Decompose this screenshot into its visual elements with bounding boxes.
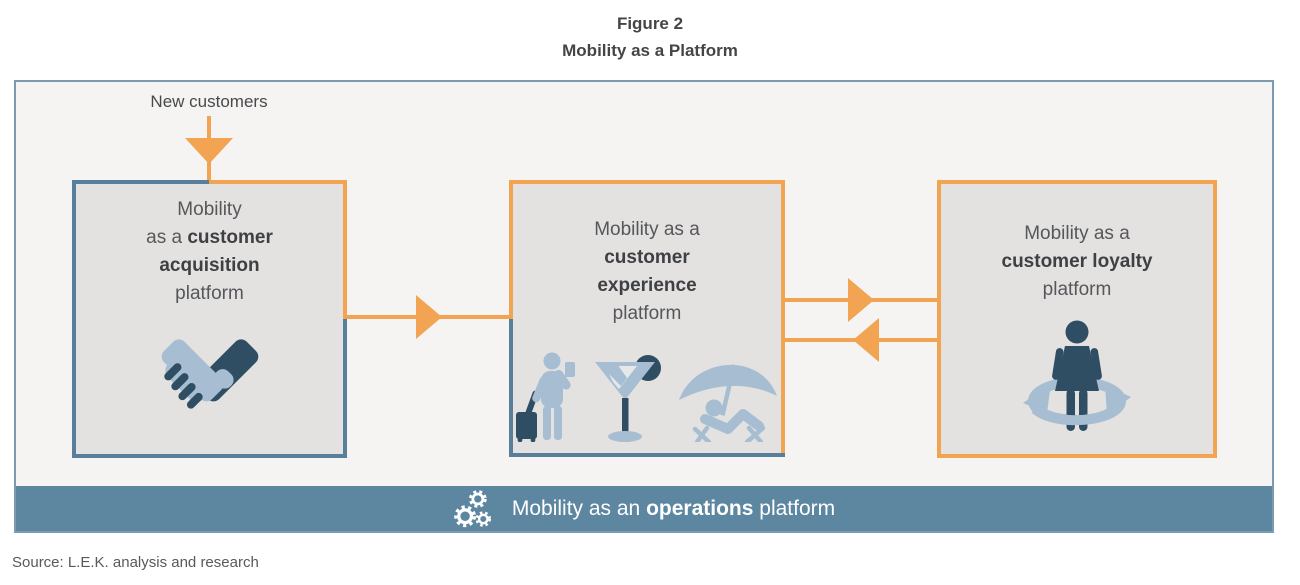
box2-top-edge [509,180,785,184]
operations-banner-text: Mobility as an operations platform [512,497,835,521]
box-customer-experience: Mobility as a customer experience platfo… [509,180,785,457]
box2-line4: platform [612,303,682,324]
new-customers-arrow-head-icon [185,138,233,164]
arrow-right-icon [848,278,874,322]
box2-line2-bold: customer [604,247,690,268]
banner-text-pre: Mobility as an [511,496,647,520]
box2-left-edge [509,180,513,457]
box1-line3-bold: acquisition [159,255,260,276]
box3-line2-bold: customer loyalty [1001,251,1153,272]
cocktail-icon [595,355,661,442]
box-customer-acquisition: Mobility as a customer acquisition platf… [72,180,347,458]
box3-line1: Mobility as a [1024,223,1130,244]
banner-text-post: platform [753,496,836,520]
box1-label: Mobility as a customer acquisition platf… [76,196,343,308]
box1-bottom-edge [72,454,347,458]
box3-label: Mobility as a customer loyalty platform [945,220,1209,304]
operations-banner: Mobility as an operations platform [16,486,1272,531]
box2-line3-bold: experience [597,275,697,296]
box1-top-edge [72,180,347,184]
arrow-left-icon [853,318,879,362]
box1-line1: Mobility [177,199,242,220]
traveler-suitcase-icon [516,352,575,442]
figure-title: Mobility as a Platform [562,41,738,60]
box2-label: Mobility as a customer experience platfo… [513,216,781,328]
box2-right-edge [781,180,785,457]
box1-right-edge [343,180,347,458]
handshake-icon [161,339,258,409]
box2-line1: Mobility as a [594,219,700,240]
box1-line4: platform [175,283,244,304]
box1-line2-normal: as a [146,227,188,248]
new-customers-label: New customers [150,92,268,111]
box3-line3: platform [1042,279,1112,300]
loyalty-loop-person-icon [1023,320,1131,431]
figure-label: Figure 2 [616,14,684,33]
box1-line2-bold: customer [187,227,273,248]
gears-icon [454,489,491,527]
banner-text-bold: operations [646,496,754,520]
source-note: Source: L.E.K. analysis and research [12,554,259,571]
box1-left-edge [72,180,76,458]
box2-bottom-edge [509,453,785,457]
beach-umbrella-icon [679,364,777,442]
figure-heading: Figure 2 Mobility as a Platform [0,10,1300,64]
box-customer-loyalty: Mobility as a customer loyalty platform [937,180,1217,458]
diagram-panel: New customers Mobility as a customer acq… [14,80,1274,533]
arrow-right-icon [416,295,442,339]
